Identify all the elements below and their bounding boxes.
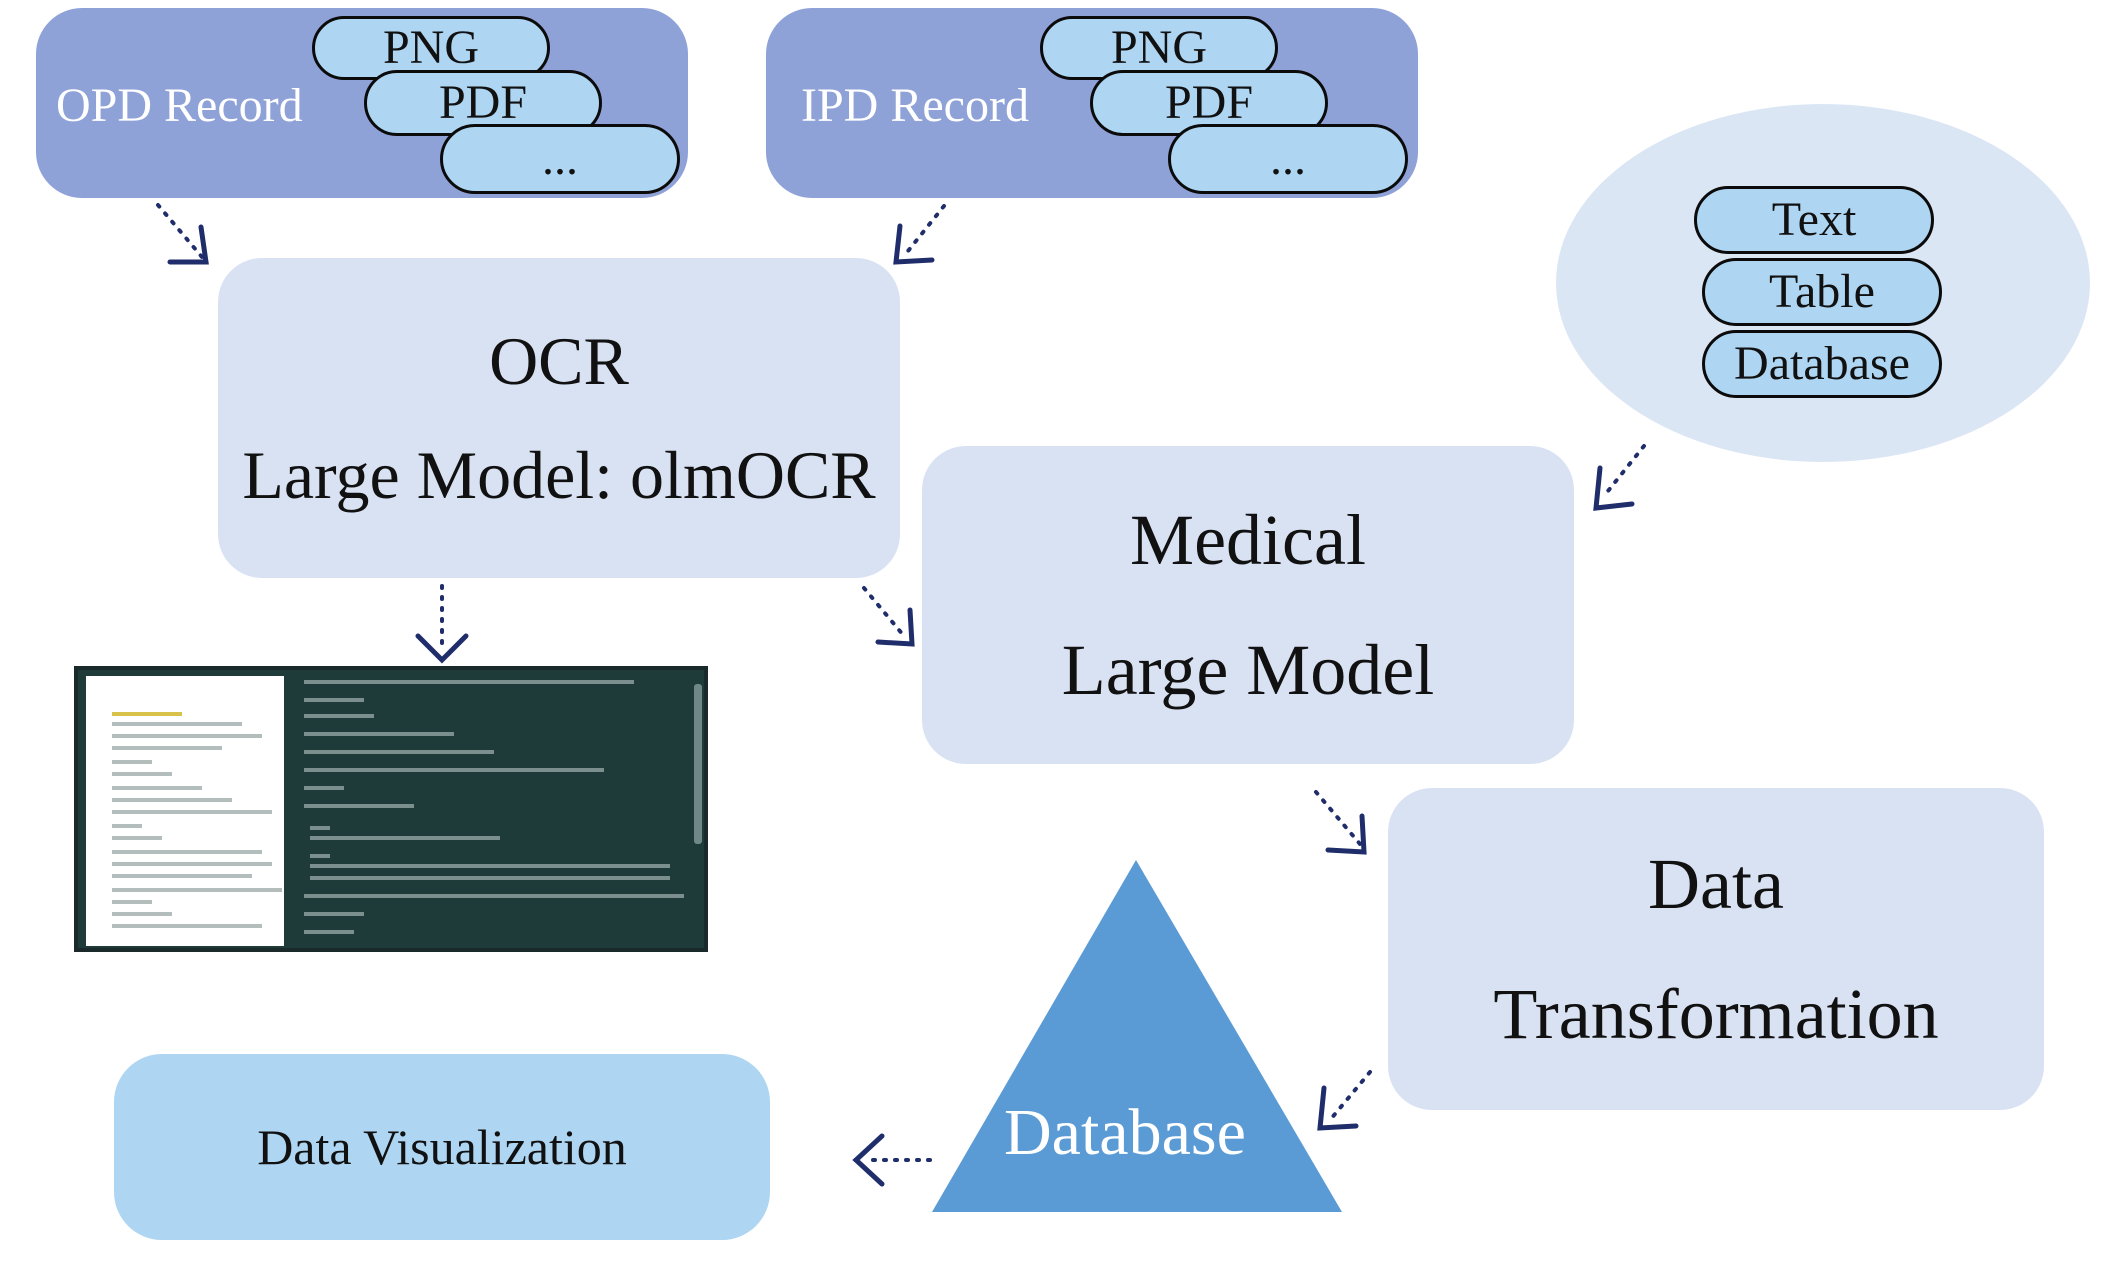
medical-model-line1: Medical	[1130, 500, 1366, 580]
arrow-ocr-to-screenshot	[415, 584, 469, 664]
data-transformation-line1: Data	[1648, 844, 1784, 924]
ocr-subtitle: Large Model: olmOCR	[242, 437, 876, 513]
ipd-format-more: ...	[1168, 124, 1408, 194]
medical-large-model-box: Medical Large Model	[922, 446, 1574, 764]
result-scrollbar[interactable]	[694, 684, 702, 844]
arrow-transformation-to-database	[1317, 1070, 1372, 1131]
medical-model-line2: Large Model	[1061, 630, 1435, 710]
output-text-pill: Text	[1694, 186, 1934, 254]
arrow-ocr-to-medical-model	[862, 586, 915, 647]
arrow-opd-to-ocr	[156, 203, 209, 265]
arrow-outputs-to-medical-model	[1593, 444, 1646, 511]
output-database-pill: Database	[1702, 330, 1942, 398]
database-label: Database	[1004, 1096, 1246, 1169]
opd-format-more: ...	[440, 124, 680, 194]
database-triangle	[932, 860, 1342, 1212]
ocr-title: OCR	[489, 323, 629, 399]
opd-record-label: OPD Record	[56, 79, 303, 132]
data-visualization-label: Data Visualization	[257, 1119, 627, 1175]
data-transformation-box: Data Transformation	[1388, 788, 2044, 1110]
output-table-pill: Table	[1702, 258, 1942, 326]
arrow-medical-model-to-transformation	[1314, 790, 1367, 855]
arrow-database-to-visualization	[852, 1133, 932, 1187]
arrow-ipd-to-ocr	[893, 204, 946, 265]
ocr-box: OCR Large Model: olmOCR	[218, 258, 900, 578]
ocr-result-screenshot	[74, 666, 708, 952]
data-transformation-line2: Transformation	[1493, 974, 1939, 1054]
ipd-record-label: IPD Record	[801, 79, 1029, 132]
data-visualization-box: Data Visualization	[114, 1054, 770, 1240]
